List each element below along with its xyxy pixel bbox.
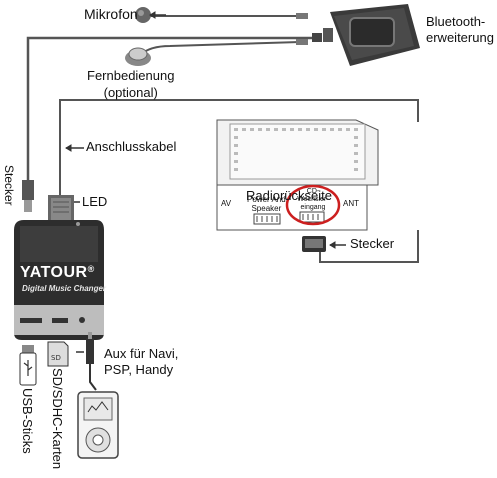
svg-text:SD: SD [51, 354, 61, 362]
sd-card-label: SD/SDHC-Karten [50, 368, 65, 470]
aux-label-line2: PSP, Handy [104, 362, 174, 377]
fernbedienung-label-line1: Fernbedienung [87, 68, 175, 83]
av-label: AV [221, 199, 232, 208]
stecker-right-label: Stecker [350, 236, 395, 251]
power-speaker-label: Power And Speaker [247, 195, 286, 213]
cd-changer-label: CD- Wechsler- eingang [295, 188, 331, 212]
usb-stick-icon [19, 345, 37, 386]
bluetooth-label-line2: erweiterung [426, 30, 494, 45]
bluetooth-label: Bluetooth- erweiterung [426, 14, 494, 46]
brand-text: YATOUR [20, 264, 88, 281]
mp3-player-icon [77, 391, 119, 459]
led-label: LED [82, 194, 108, 209]
yatour-device-icon [14, 195, 104, 340]
microphone-icon [135, 7, 151, 23]
left-stecker-connector-icon [22, 180, 34, 212]
power-speaker-line1: Power And [247, 195, 286, 204]
cd-line1: CD- [306, 188, 320, 195]
radio-unit-icon [216, 119, 379, 231]
fernbedienung-label-line2: (optional) [103, 85, 158, 100]
fernbedienung-label: Fernbedienung (optional) [87, 67, 174, 101]
aux-plug-icon [86, 332, 97, 391]
pointer-arrows [65, 11, 346, 353]
stecker-plug-icon [302, 236, 326, 252]
aux-label: Aux für Navi, PSP, Handy [104, 346, 178, 378]
cd-line2: Wechsler- [297, 196, 329, 203]
aux-label-line1: Aux für Navi, [104, 346, 179, 361]
radio-back-label: Radiorückseite [246, 188, 332, 203]
stecker-left-label: Stecker [2, 165, 16, 206]
usb-label: USB-Sticks [20, 388, 35, 454]
mikrofon-label: Mikrofon [84, 6, 138, 22]
brand-label: YATOUR® [20, 264, 95, 282]
cd-line3: eingang [300, 204, 326, 211]
bluetooth-connector-ends [296, 13, 322, 45]
remote-button-icon [125, 47, 151, 66]
bluetooth-label-line1: Bluetooth- [426, 14, 486, 29]
ant-label: ANT [343, 199, 359, 208]
power-speaker-line2: Speaker [251, 204, 282, 213]
device-subtitle: Digital Music Changer [22, 284, 107, 293]
sd-card-icon: SD [47, 341, 69, 367]
anschlusskabel-label: Anschlusskabel [86, 139, 177, 154]
bluetooth-module-icon [323, 4, 420, 66]
brand-registered-mark: ® [87, 264, 95, 274]
